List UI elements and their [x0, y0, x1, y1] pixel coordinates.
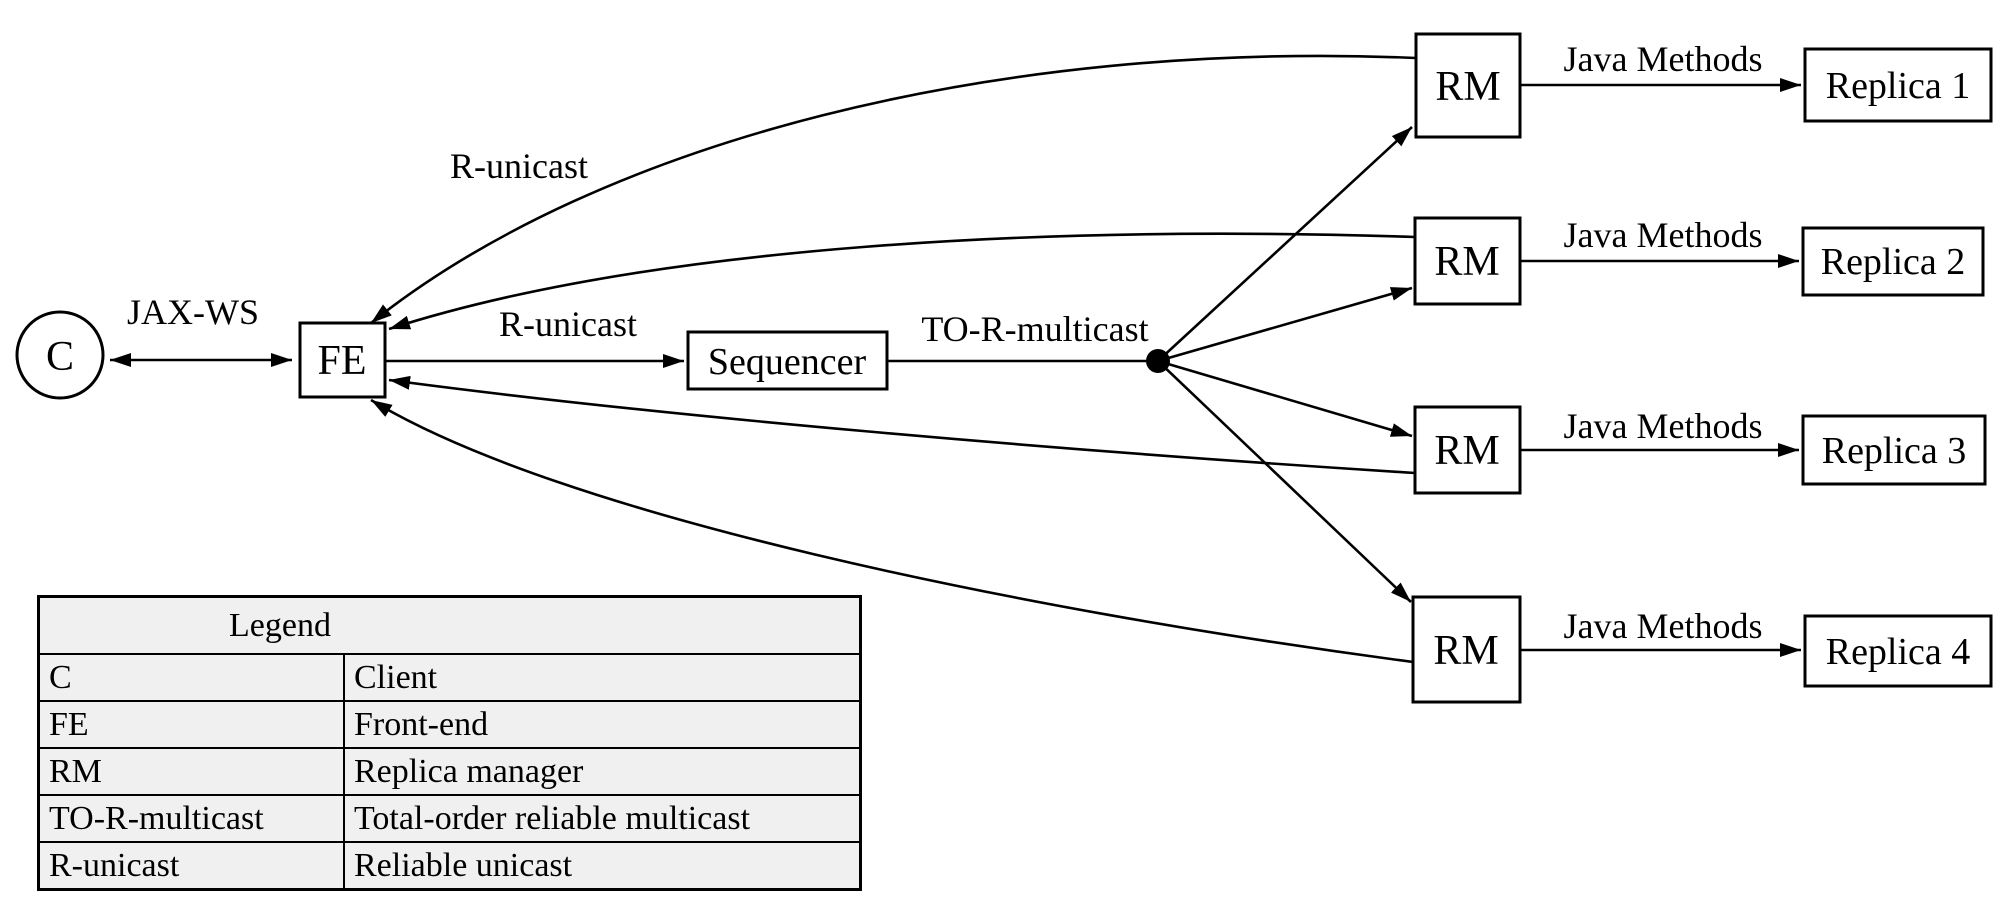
replica2-label: Replica 2: [1821, 241, 1966, 283]
java-methods-label-1: Java Methods: [1564, 39, 1763, 79]
legend-header-row: Legend: [37, 595, 862, 655]
legend-title: Legend: [229, 606, 331, 644]
node-rm2: [1413, 216, 1522, 306]
edge-rm4-fe-runicast: [370, 398, 1414, 664]
node-client: [15, 310, 105, 400]
rm3-label: RM: [1434, 428, 1499, 474]
legend-value: Front-end: [343, 700, 862, 749]
edge-multicast-rm3: [1157, 359, 1413, 438]
node-rm1: [1414, 32, 1522, 139]
edge-rm2-fe-runicast: [388, 232, 1416, 331]
legend-row: TO-R-multicast Total-order reliable mult…: [37, 794, 862, 843]
legend-key: FE: [37, 700, 345, 749]
java-methods-label-4: Java Methods: [1564, 606, 1763, 646]
client-label: C: [46, 334, 74, 380]
node-replica1: [1803, 47, 1993, 123]
legend-row: R-unicast Reliable unicast: [37, 841, 862, 891]
node-replica4: [1803, 614, 1993, 688]
node-replica3: [1801, 414, 1987, 486]
rm4-label: RM: [1433, 628, 1498, 674]
edge-multicast-rm2: [1157, 286, 1413, 363]
front-end-label: FE: [317, 338, 366, 384]
legend-value: Client: [343, 653, 862, 702]
rm2-label: RM: [1434, 239, 1499, 285]
legend-value: Total-order reliable multicast: [343, 794, 862, 843]
java-methods-label-3: Java Methods: [1564, 406, 1763, 446]
jax-ws-label: JAX-WS: [127, 292, 259, 332]
legend-key: RM: [37, 747, 345, 796]
legend-header-cell: Legend: [37, 595, 862, 655]
rm1-label: RM: [1435, 64, 1500, 110]
r-unicast-return-label: R-unicast: [450, 146, 588, 186]
legend-row: FE Front-end: [37, 700, 862, 749]
edge-multicast-rm4: [1157, 360, 1412, 603]
replica1-label: Replica 1: [1826, 65, 1971, 107]
replica4-label: Replica 4: [1826, 631, 1971, 673]
node-rm4: [1411, 595, 1522, 704]
java-methods-label-2: Java Methods: [1564, 215, 1763, 255]
to-r-multicast-label: TO-R-multicast: [921, 309, 1148, 349]
node-sequencer: [686, 330, 889, 391]
node-front-end: [298, 321, 387, 399]
legend-key: R-unicast: [37, 841, 345, 891]
edge-multicast-rm1: [1157, 126, 1413, 362]
node-rm3: [1413, 405, 1522, 495]
r-unicast-label: R-unicast: [499, 304, 637, 344]
edge-rm1-fe-runicast: [370, 54, 1417, 325]
multicast-point: [1146, 349, 1170, 373]
legend-value: Replica manager: [343, 747, 862, 796]
sequencer-label: Sequencer: [708, 341, 867, 383]
edge-rm3-fe-runicast: [388, 375, 1416, 475]
legend-row: C Client: [37, 653, 862, 702]
replica3-label: Replica 3: [1822, 430, 1967, 472]
legend-value: Reliable unicast: [343, 841, 862, 891]
legend-table: Legend C Client FE Front-end RM Replica …: [37, 595, 862, 891]
legend-row: RM Replica manager: [37, 747, 862, 796]
legend-key: C: [37, 653, 345, 702]
legend-key: TO-R-multicast: [37, 794, 345, 843]
node-replica2: [1801, 226, 1985, 297]
